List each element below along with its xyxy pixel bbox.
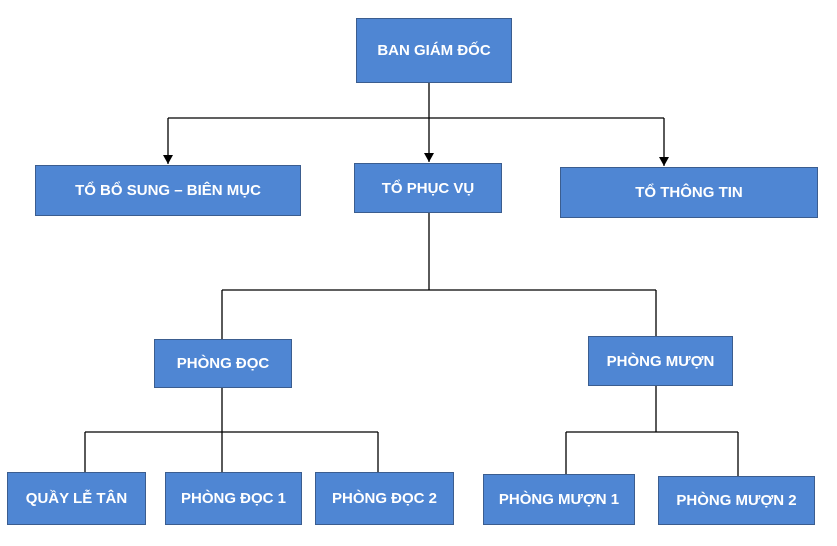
node-to-phuc-vu: TỔ PHỤC VỤ [354, 163, 502, 213]
node-phong-muon: PHÒNG MƯỢN [588, 336, 733, 386]
node-to-thong-tin: TỔ THÔNG TIN [560, 167, 818, 218]
node-phong-doc-2: PHÒNG ĐỌC 2 [315, 472, 454, 525]
node-ban-giam-doc: BAN GIÁM ĐỐC [356, 18, 512, 83]
node-phong-doc: PHÒNG ĐỌC [154, 339, 292, 388]
node-phong-doc-1: PHÒNG ĐỌC 1 [165, 472, 302, 525]
node-phong-muon-2: PHÒNG MƯỢN 2 [658, 476, 815, 525]
node-to-bo-sung-bien-muc: TỔ BỔ SUNG – BIÊN MỤC [35, 165, 301, 216]
node-quay-le-tan: QUẦY LỄ TÂN [7, 472, 146, 525]
node-phong-muon-1: PHÒNG MƯỢN 1 [483, 474, 635, 525]
